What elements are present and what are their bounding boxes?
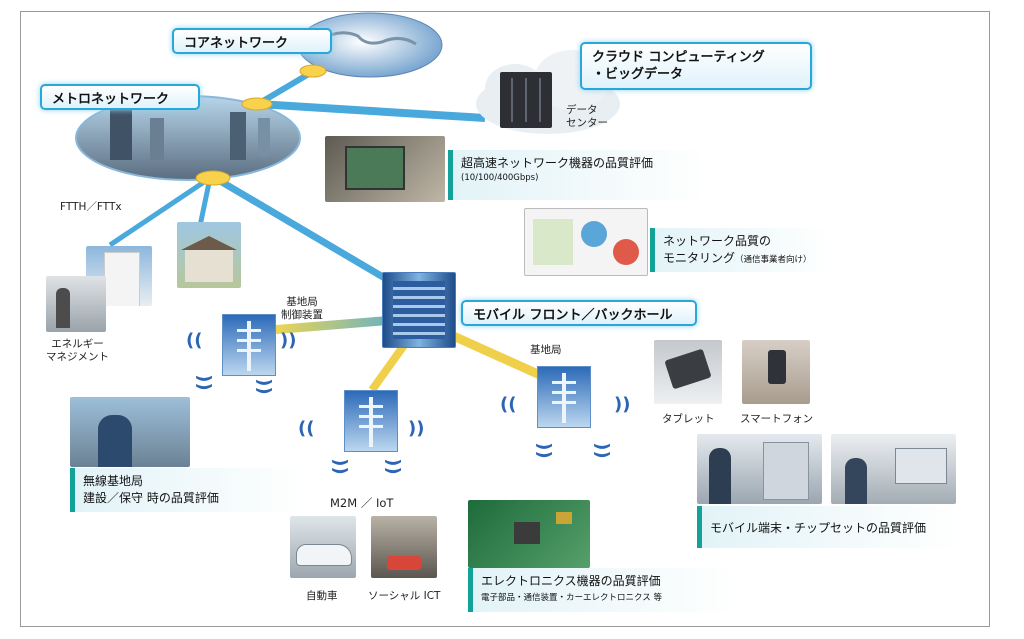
antenna-tower-icon xyxy=(537,366,591,428)
monitoring-title-line2: モニタリング xyxy=(663,251,736,265)
radio-wave-icon: )) xyxy=(533,442,555,459)
bs-controller-line2: 制御装置 xyxy=(281,309,323,321)
electronics-eval-box: エレクトロニクス機器の品質評価 電子部品・通信装置・カーエレクトロニクス 等 xyxy=(468,568,738,612)
wireless-line2: 建設／保守 時の品質評価 xyxy=(83,491,219,505)
datacenter-label: データ センター xyxy=(566,104,608,130)
tablet-icon xyxy=(654,340,722,404)
car-label: 自動車 xyxy=(306,590,338,602)
smartphone-icon xyxy=(742,340,810,404)
core-network-label: コアネットワーク xyxy=(172,28,332,54)
controller-rack-icon xyxy=(382,272,456,348)
cloud-computing-label: クラウド コンピューティング ・ビッグデータ xyxy=(580,42,812,90)
radio-wave-icon: )) xyxy=(193,374,215,391)
radio-wave-icon: (( xyxy=(186,330,203,351)
radio-wave-icon: (( xyxy=(500,394,517,415)
test-equipment-photo xyxy=(325,136,445,202)
social-ict-photo xyxy=(371,516,437,578)
radio-wave-icon: )) xyxy=(408,418,425,439)
social-ict-label: ソーシャル ICT xyxy=(368,590,441,602)
device-lab-photo-2 xyxy=(831,434,956,504)
energy-label-line1: エネルギー xyxy=(51,338,104,350)
energy-label: エネルギー マネジメント xyxy=(46,338,109,364)
metro-mobile-link xyxy=(213,174,407,294)
electronics-title: エレクトロニクス機器の品質評価 xyxy=(481,574,661,588)
electronics-sub: 電子部品・通信装置・カーエレクトロニクス 等 xyxy=(481,593,662,603)
bs-controller-label: 基地局 制御装置 xyxy=(281,296,323,322)
mobile-fronthaul-label: モバイル フロント／バックホール xyxy=(461,300,697,326)
highspeed-title: 超高速ネットワーク機器の品質評価 xyxy=(461,156,654,170)
m2m-label: M2M ／ IoT xyxy=(330,496,394,510)
house-icon xyxy=(177,222,241,288)
highspeed-eval-box: 超高速ネットワーク機器の品質評価 (10/100/400Gbps) xyxy=(448,150,708,200)
energy-label-line2: マネジメント xyxy=(46,351,109,363)
radio-wave-icon: )) xyxy=(614,394,631,415)
ftth-link-1 xyxy=(108,175,212,248)
mobile-device-title: モバイル端末・チップセットの品質評価 xyxy=(710,521,927,535)
base-station-label: 基地局 xyxy=(530,344,562,356)
tablet-label: タブレット xyxy=(662,413,715,425)
energy-management-photo xyxy=(46,276,106,332)
radio-wave-icon: )) xyxy=(253,378,275,395)
monitoring-screen-photo xyxy=(524,208,648,276)
cloud-label-line2: ・ビッグデータ xyxy=(592,67,684,82)
antenna-tower-icon xyxy=(222,314,276,376)
radio-wave-icon: )) xyxy=(382,458,404,475)
circuit-board-icon xyxy=(468,500,590,568)
radio-wave-icon: )) xyxy=(591,442,613,459)
bs-controller-line1: 基地局 xyxy=(286,296,318,308)
metro-network-label: メトロネットワーク xyxy=(40,84,200,110)
smartphone-label: スマートフォン xyxy=(740,413,814,425)
monitoring-sub: （通信事業者向け） xyxy=(735,255,812,265)
radio-wave-icon: (( xyxy=(298,418,315,439)
datacenter-label-line1: データ xyxy=(566,104,598,116)
cloud-label-line1: クラウド コンピューティング xyxy=(592,50,765,65)
radio-wave-icon: )) xyxy=(280,330,297,351)
wireless-worker-photo xyxy=(70,397,190,467)
mobile-device-eval-box: モバイル端末・チップセットの品質評価 xyxy=(697,506,959,548)
wireless-eval-box: 無線基地局 建設／保守 時の品質評価 xyxy=(70,468,306,512)
base-station-link xyxy=(438,325,542,380)
monitoring-title-line1: ネットワーク品質の xyxy=(663,234,772,248)
highspeed-sub: (10/100/400Gbps) xyxy=(461,173,539,183)
datacenter-label-line2: センター xyxy=(566,117,608,129)
monitoring-box: ネットワーク品質の モニタリング（通信事業者向け） xyxy=(650,228,830,272)
antenna-tower-icon xyxy=(344,390,398,452)
wireless-line1: 無線基地局 xyxy=(83,474,144,488)
radio-wave-icon: )) xyxy=(329,458,351,475)
ftth-label: FTTH／FTTx xyxy=(60,201,122,213)
car-icon xyxy=(290,516,356,578)
cloud-link xyxy=(257,100,486,122)
device-lab-photo-1 xyxy=(697,434,822,504)
